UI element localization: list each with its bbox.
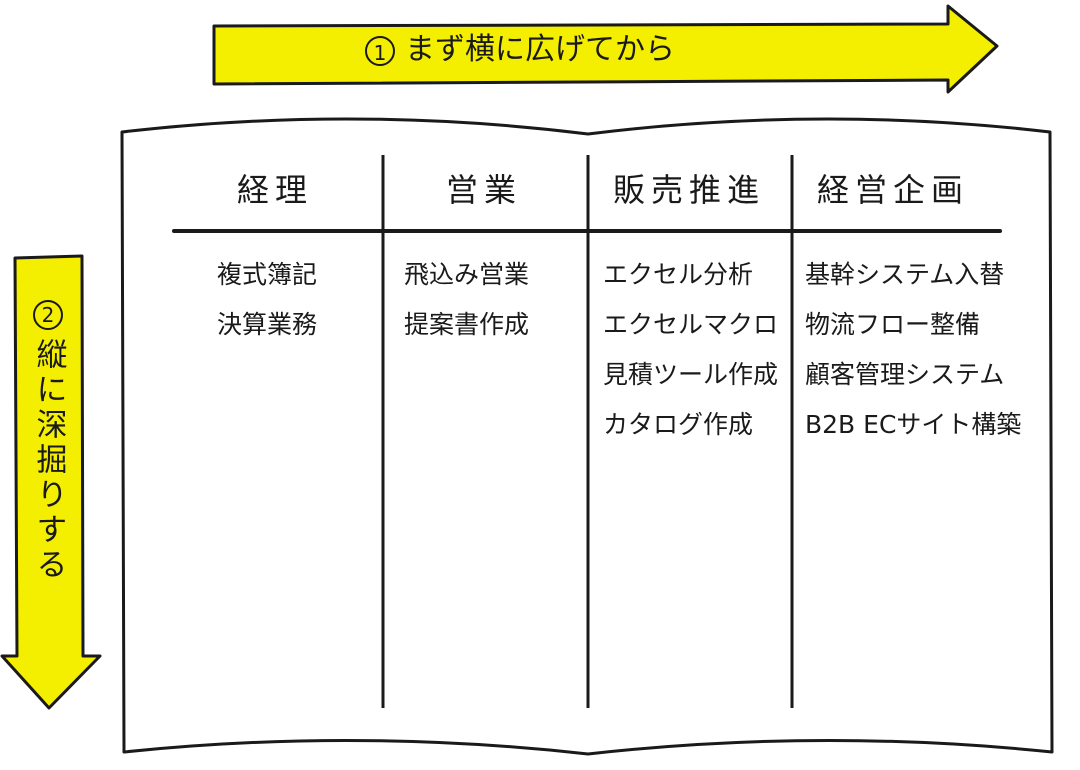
column-keiei-kikaku: 経営企画 基幹システム入替 物流フロー整備 顧客管理システム B2B ECサイト… [793,160,1021,439]
horizontal-arrow-text: まず横に広げてから [405,32,675,67]
horizontal-arrow-label: 1 まず横に広げてから [365,30,785,70]
column-hanbai-suishin: 販売推進 エクセル分析 エクセルマクロ 見積ツール作成 カタログ作成 [589,160,789,439]
column-title: 営業 [445,171,522,209]
column-title: 経営企画 [816,171,969,209]
list-item: 見積ツール作成 [603,360,779,389]
list-item: 提案書作成 [404,310,530,339]
column-title: 経理 [236,171,313,209]
column-title: 販売推進 [612,171,765,209]
horizontal-arrow [212,4,999,94]
vertical-arrow [0,254,102,710]
list-item: 飛込み営業 [404,260,530,289]
list-item: 複式簿記 [217,260,318,289]
column-eigyo: 営業 飛込み営業 提案書作成 [384,160,584,339]
column-items: 基幹システム入替 物流フロー整備 顧客管理システム B2B ECサイト構築 [805,250,1022,450]
list-item: 顧客管理システム [805,360,1005,389]
list-item: エクセル分析 [603,260,754,289]
column-items: 飛込み営業 提案書作成 [404,250,604,350]
vertical-arrow-label: 2 縦に深掘りする [20,300,76,583]
vertical-arrow-text: 縦に深掘りする [30,338,67,583]
step-number-badge: 1 [365,35,395,66]
column-items: 複式簿記 決算業務 [217,250,417,350]
list-item: カタログ作成 [603,410,754,439]
list-item: 基幹システム入替 [805,260,1005,289]
list-item: B2B ECサイト構築 [805,410,1022,439]
list-item: 決算業務 [217,310,318,339]
list-item: 物流フロー整備 [805,310,981,339]
column-items: エクセル分析 エクセルマクロ 見積ツール作成 カタログ作成 [603,250,803,450]
step-number-badge: 2 [33,300,63,330]
list-item: エクセルマクロ [603,310,779,339]
column-keiri: 経理 複式簿記 決算業務 [175,160,375,339]
